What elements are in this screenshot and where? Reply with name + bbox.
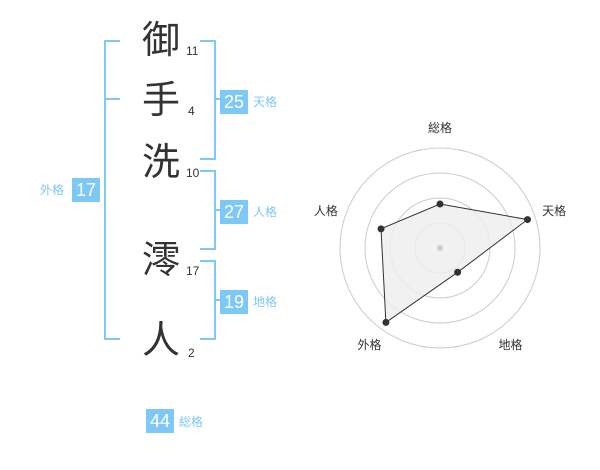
kanji-2: 手 bbox=[142, 78, 181, 122]
jinkaku-value-badge: 27 bbox=[220, 200, 248, 224]
radar-axis-label-0: 総格 bbox=[428, 120, 452, 135]
chikaku-bracket-tick bbox=[214, 299, 222, 301]
soukaku-value-badge: 44 bbox=[146, 409, 174, 433]
jinkaku-bracket-tick bbox=[214, 209, 222, 211]
jinkaku-label: 人格 bbox=[253, 205, 278, 219]
radar-axis-label-4: 人格 bbox=[314, 203, 338, 218]
chikaku-value-badge: 19 bbox=[220, 290, 248, 314]
kanji-5: 人 bbox=[142, 318, 181, 362]
radar-point-0 bbox=[436, 200, 444, 208]
stroke-count-2: 4 bbox=[188, 104, 195, 118]
radar-point-2 bbox=[454, 268, 462, 276]
soukaku-label: 総格 bbox=[179, 415, 204, 429]
radar-point-4 bbox=[377, 225, 385, 233]
stroke-count-4: 17 bbox=[186, 264, 200, 278]
kanji-4: 澪 bbox=[142, 238, 181, 282]
gaikaku-bracket bbox=[104, 40, 120, 340]
stroke-count-5: 2 bbox=[188, 346, 195, 360]
radar-ring-4 bbox=[339, 147, 541, 349]
tenkaku-label: 天格 bbox=[253, 95, 278, 109]
radar-ring-3 bbox=[364, 172, 516, 324]
chikaku-label: 地格 bbox=[253, 295, 278, 309]
radar-point-1 bbox=[523, 216, 531, 224]
radar-center-dot bbox=[437, 245, 443, 251]
radar-polygon bbox=[380, 203, 529, 324]
kanji-1: 御 bbox=[142, 18, 181, 62]
tenkaku-value-badge: 25 bbox=[220, 90, 248, 114]
radar-axis-label-1: 天格 bbox=[542, 203, 566, 218]
radar-point-3 bbox=[382, 318, 390, 326]
gaikaku-bracket-mid-tick bbox=[104, 98, 120, 100]
tenkaku-bracket bbox=[200, 40, 216, 160]
tenkaku-bracket-tick bbox=[214, 98, 222, 100]
stroke-count-1: 11 bbox=[186, 44, 199, 58]
gaikaku-value-badge: 17 bbox=[72, 178, 100, 202]
kanji-3: 洗 bbox=[142, 140, 181, 184]
stroke-count-3: 10 bbox=[186, 166, 200, 180]
radar-axis-label-2: 地格 bbox=[499, 337, 523, 352]
radar-axis-label-3: 外格 bbox=[357, 337, 381, 352]
gaikaku-label: 外格 bbox=[40, 183, 65, 197]
